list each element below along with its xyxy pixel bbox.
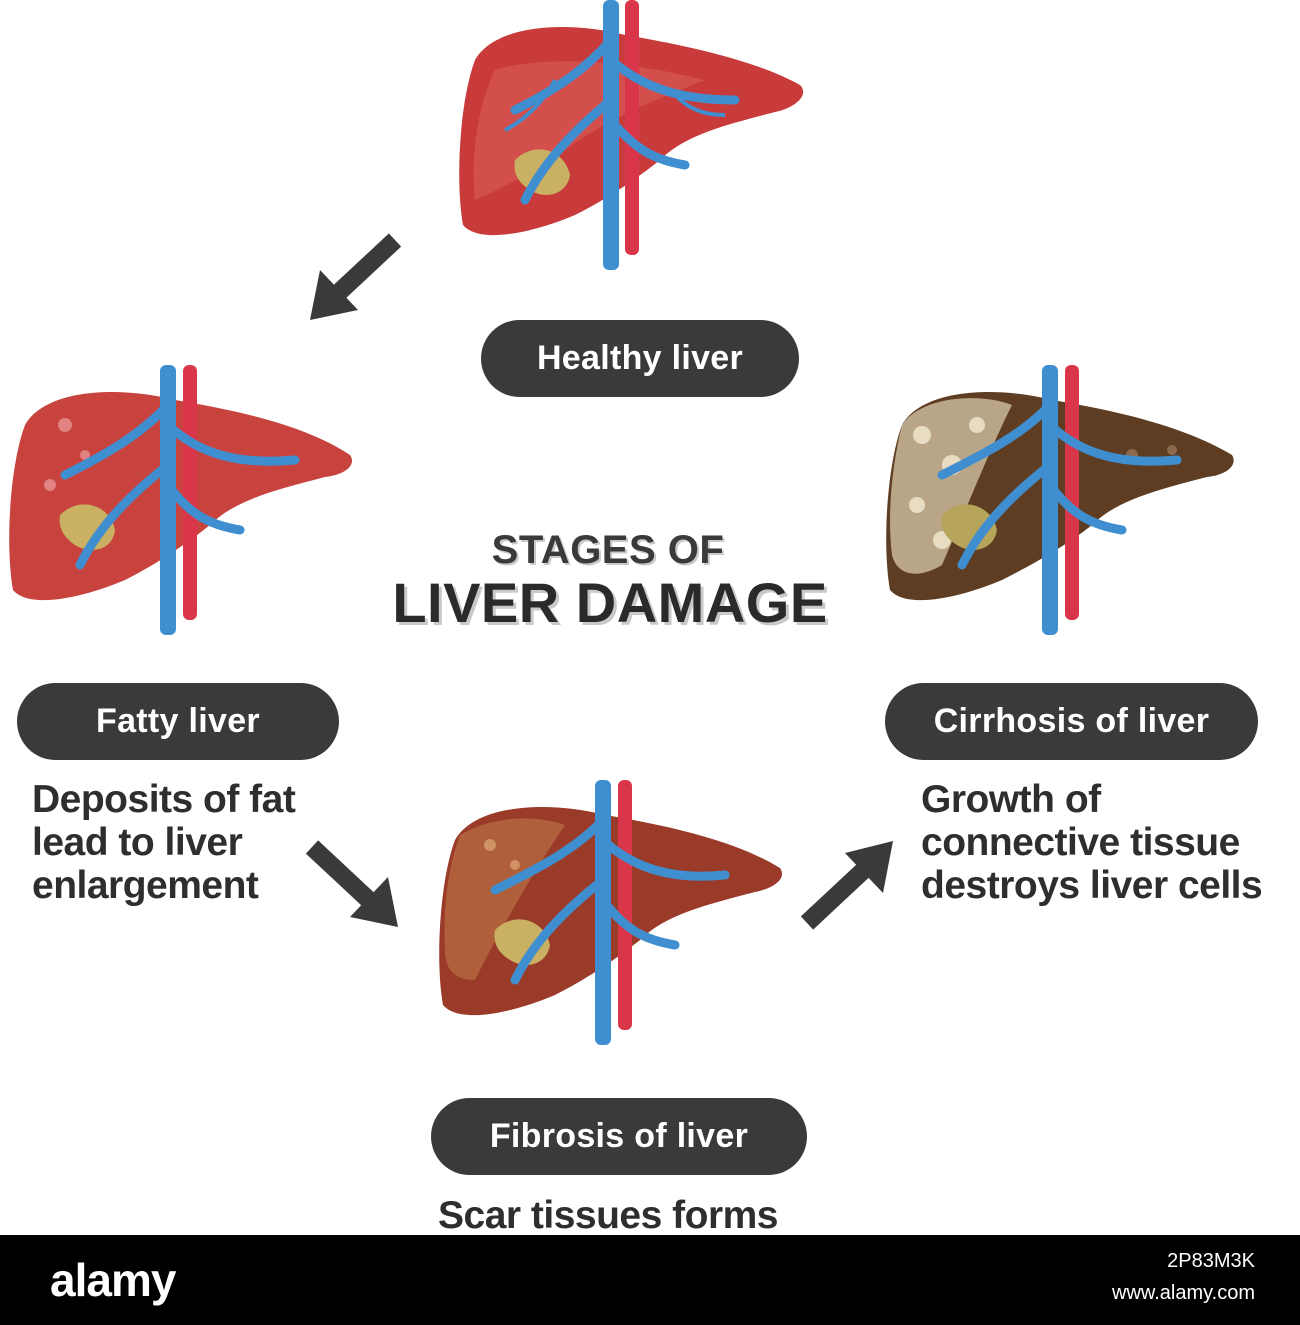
fatty-liver-label: Fatty liver <box>17 683 339 760</box>
arrow-fatty-to-fibrosis <box>305 840 398 927</box>
title-line-1: STAGES OF <box>491 528 725 572</box>
fatty-liver-description: Deposits of fat lead to liver enlargemen… <box>32 778 296 907</box>
fibrosis-liver-description: Scar tissues forms <box>438 1194 779 1237</box>
fatty-liver-illustration <box>9 365 353 635</box>
title-line-2: LIVER DAMAGE <box>392 571 828 634</box>
fibrosis-liver-illustration <box>439 780 783 1045</box>
alamy-logo: alamy <box>50 1254 176 1306</box>
arrow-fibrosis-to-cirrhosis <box>800 841 893 930</box>
image-id: 2P83M3K <box>1167 1250 1255 1272</box>
cirrhosis-description-line-2: connective tissue <box>921 821 1240 864</box>
fatty-description-line-3: enlargement <box>32 864 259 907</box>
fatty-description-line-1: Deposits of fat <box>32 778 296 821</box>
arrow-healthy-to-fatty <box>310 233 402 320</box>
healthy-liver-label: Healthy liver <box>481 320 799 397</box>
cirrhosis-liver-illustration <box>886 365 1234 635</box>
cirrhosis-description-line-3: destroys liver cells <box>921 864 1263 907</box>
source-url: www.alamy.com <box>1112 1282 1255 1304</box>
cirrhosis-liver-description: Growth of connective tissue destroys liv… <box>921 778 1263 907</box>
fibrosis-description-line-1: Scar tissues forms <box>438 1194 779 1237</box>
cirrhosis-liver-label: Cirrhosis of liver <box>885 683 1258 760</box>
fibrosis-liver-label: Fibrosis of liver <box>431 1098 807 1175</box>
diagram-canvas: Healthy liver Fatty liver Deposits of fa… <box>9 0 1263 1237</box>
healthy-liver-illustration <box>459 0 804 270</box>
fatty-description-line-2: lead to liver <box>32 821 243 864</box>
cirrhosis-description-line-1: Growth of <box>921 778 1101 821</box>
watermark-footer <box>0 1235 1300 1325</box>
